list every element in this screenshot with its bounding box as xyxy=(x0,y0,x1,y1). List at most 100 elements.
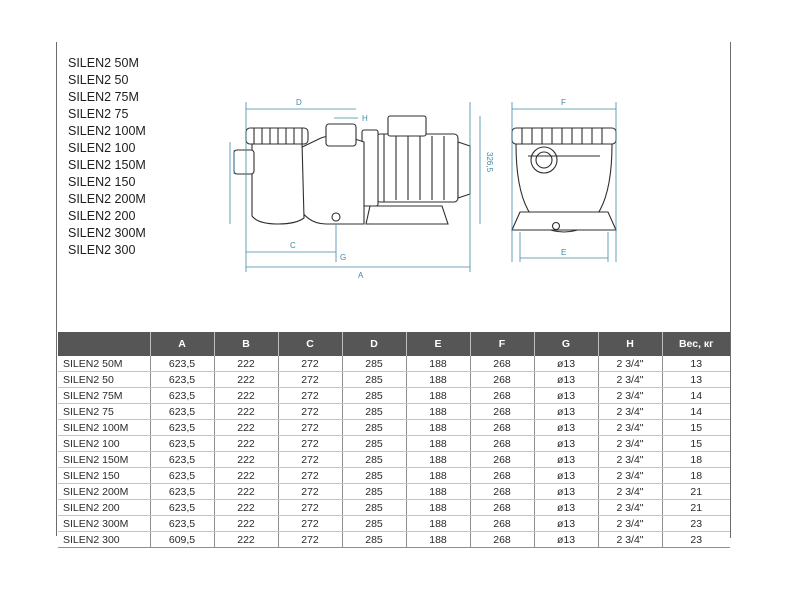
table-cell: ø13 xyxy=(534,387,599,404)
drain-plug xyxy=(331,212,341,222)
frame-line-right xyxy=(730,42,731,538)
table-cell: 188 xyxy=(406,435,471,452)
table-cell: ø13 xyxy=(534,356,599,372)
table-cell: 188 xyxy=(406,419,471,436)
table-cell: 272 xyxy=(278,419,343,436)
model-name: SILEN2 50M xyxy=(68,56,139,70)
table-cell: 272 xyxy=(278,435,343,452)
table-cell: ø13 xyxy=(534,371,599,388)
table-cell: 2 3/4" xyxy=(598,531,663,548)
table-cell: 188 xyxy=(406,467,471,484)
model-cell: SILEN2 150 xyxy=(58,467,151,484)
side-view-dimension-labels: A C D H B G 326,5 xyxy=(290,98,494,280)
table-cell: 14 xyxy=(662,387,730,404)
table-cell: 2 3/4" xyxy=(598,419,663,436)
model-cell: SILEN2 300M xyxy=(58,515,151,532)
table-cell: 2 3/4" xyxy=(598,387,663,404)
table-cell: 2 3/4" xyxy=(598,356,663,372)
header-a: A xyxy=(150,332,215,356)
table-cell: 623,5 xyxy=(150,387,215,404)
table-cell: 15 xyxy=(662,435,730,452)
model-cell: SILEN2 200 xyxy=(58,499,151,516)
table-cell: 18 xyxy=(662,467,730,484)
table-cell: 272 xyxy=(278,371,343,388)
table-cell: 272 xyxy=(278,531,343,548)
model-cell: SILEN2 75M xyxy=(58,387,151,404)
table-cell: 285 xyxy=(342,356,407,372)
table-cell: ø13 xyxy=(534,419,599,436)
table-cell: 268 xyxy=(470,467,535,484)
table-cell: ø13 xyxy=(534,467,599,484)
table-cell: ø13 xyxy=(534,403,599,420)
table-cell: 2 3/4" xyxy=(598,483,663,500)
table-cell: 285 xyxy=(342,467,407,484)
table-cell: 2 3/4" xyxy=(598,371,663,388)
table-cell: 285 xyxy=(342,419,407,436)
model-name: SILEN2 200M xyxy=(68,192,146,206)
table-cell: 222 xyxy=(214,356,279,372)
table-cell: 623,5 xyxy=(150,435,215,452)
dim-label-height: 326,5 xyxy=(485,152,494,173)
front-lid xyxy=(511,127,617,145)
terminal-box xyxy=(387,115,427,137)
table-cell: 272 xyxy=(278,467,343,484)
table-cell: 222 xyxy=(214,435,279,452)
header-b: B xyxy=(214,332,279,356)
dim-label-A: A xyxy=(358,271,364,280)
table-cell: 188 xyxy=(406,403,471,420)
table-cell: 268 xyxy=(470,403,535,420)
dim-label-G: G xyxy=(340,253,346,262)
model-name: SILEN2 75M xyxy=(68,90,139,104)
table-cell: 272 xyxy=(278,451,343,468)
table-cell: 268 xyxy=(470,499,535,516)
model-cell: SILEN2 75 xyxy=(58,403,151,420)
table-cell: 21 xyxy=(662,483,730,500)
model-cell: SILEN2 300 xyxy=(58,531,151,548)
model-cell: SILEN2 150M xyxy=(58,451,151,468)
header-d: D xyxy=(342,332,407,356)
table-cell: 18 xyxy=(662,451,730,468)
table-cell: 188 xyxy=(406,499,471,516)
table-cell: 623,5 xyxy=(150,467,215,484)
table-cell: 285 xyxy=(342,483,407,500)
table-cell: ø13 xyxy=(534,499,599,516)
header-f: F xyxy=(470,332,535,356)
table-cell: 268 xyxy=(470,531,535,548)
table-cell: 222 xyxy=(214,419,279,436)
pump-side-view xyxy=(233,115,471,225)
table-cell: 285 xyxy=(342,435,407,452)
model-name: SILEN2 50 xyxy=(68,73,129,87)
table-cell: 2 3/4" xyxy=(598,435,663,452)
table-cell: ø13 xyxy=(534,531,599,548)
table-cell: 285 xyxy=(342,451,407,468)
dim-label-D: D xyxy=(296,98,302,107)
motor-end-cap xyxy=(457,141,471,199)
model-name: SILEN2 150 xyxy=(68,175,136,189)
table-cell: 272 xyxy=(278,483,343,500)
table-cell: 623,5 xyxy=(150,419,215,436)
dim-label-H: H xyxy=(362,114,368,123)
table-cell: 623,5 xyxy=(150,356,215,372)
motor-foot xyxy=(365,205,449,225)
table-cell: 285 xyxy=(342,403,407,420)
table-cell: 222 xyxy=(214,515,279,532)
table-cell: 285 xyxy=(342,515,407,532)
table-cell: 623,5 xyxy=(150,483,215,500)
prefilter-lid xyxy=(245,127,309,145)
model-cell: SILEN2 100 xyxy=(58,435,151,452)
front-view-dimensions xyxy=(511,102,617,262)
suction-port xyxy=(233,149,255,175)
table-cell: 188 xyxy=(406,483,471,500)
header-h: H xyxy=(598,332,663,356)
model-cell: SILEN2 100M xyxy=(58,419,151,436)
pump-dimension-drawing: A C D H B G 326,5 xyxy=(229,98,617,280)
table-cell: 268 xyxy=(470,387,535,404)
